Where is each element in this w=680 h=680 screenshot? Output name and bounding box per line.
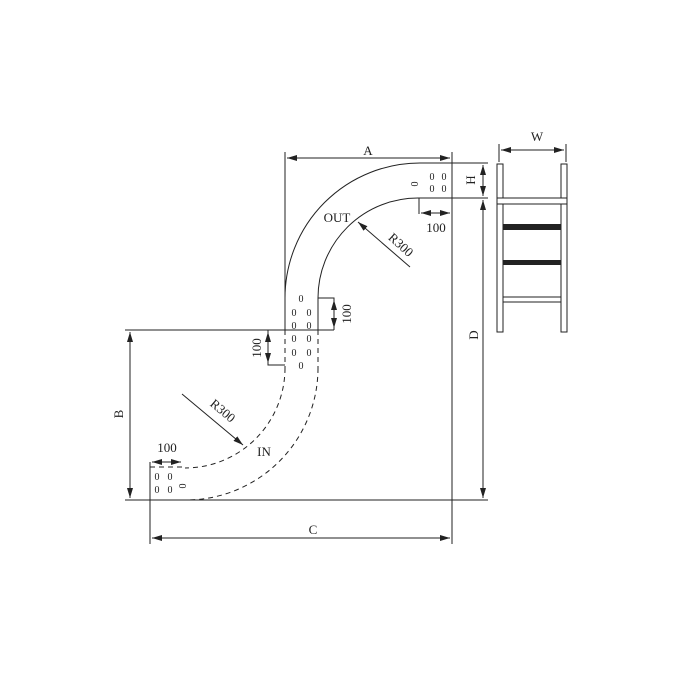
dimension-a-label: A: [363, 143, 373, 158]
svg-text:0: 0: [442, 184, 447, 195]
radius-out-label: R300: [386, 230, 417, 260]
in-bend: [149, 330, 319, 501]
out-bend: [284, 162, 421, 330]
radius-in-label: R300: [207, 396, 238, 426]
svg-text:0: 0: [292, 321, 297, 332]
dimension-h-label: H: [463, 175, 478, 184]
out-label: OUT: [324, 210, 351, 225]
svg-text:0: 0: [307, 334, 312, 345]
offset-mid-right-label: 100: [339, 304, 354, 324]
svg-text:0: 0: [292, 348, 297, 359]
radius-out-leader: [357, 221, 411, 268]
radius-in-leader: [181, 393, 244, 446]
in-label: IN: [257, 444, 271, 459]
ladder-side-view: [496, 144, 568, 333]
svg-text:0: 0: [299, 294, 304, 305]
svg-text:0: 0: [292, 308, 297, 319]
svg-text:0: 0: [307, 308, 312, 319]
svg-text:0: 0: [430, 184, 435, 195]
svg-text:0: 0: [299, 361, 304, 372]
offset-mid-left-label: 100: [249, 338, 264, 358]
svg-text:0: 0: [410, 182, 421, 187]
svg-text:0: 0: [155, 485, 160, 496]
offset-top-label: 100: [426, 220, 446, 235]
svg-text:0: 0: [430, 172, 435, 183]
offset-bottom-label: 100: [157, 440, 177, 455]
svg-text:0: 0: [442, 172, 447, 183]
svg-text:0: 0: [178, 484, 189, 489]
svg-text:0: 0: [292, 334, 297, 345]
bolt-holes: 0 0 0 0 0 0 0 0 0 0 0 0 0 0 0 0 0 0 0 0: [155, 172, 447, 496]
dimension-w-label: W: [531, 129, 544, 144]
dimension-b-label: B: [111, 409, 126, 418]
svg-text:0: 0: [307, 348, 312, 359]
dimension-d-label: D: [466, 330, 481, 339]
dimension-c-label: C: [309, 522, 318, 537]
svg-text:0: 0: [307, 321, 312, 332]
svg-text:0: 0: [168, 472, 173, 483]
svg-text:0: 0: [155, 472, 160, 483]
svg-text:0: 0: [168, 485, 173, 496]
